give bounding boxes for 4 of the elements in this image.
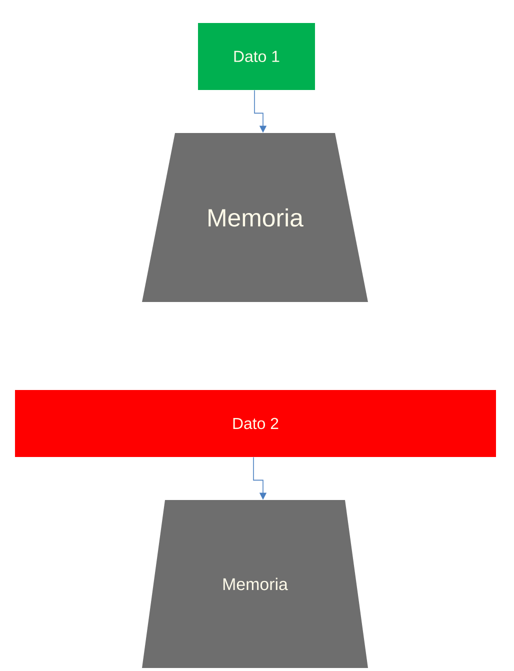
data-box: Dato 2 <box>15 390 496 457</box>
memory-trapezoid: Memoria <box>142 500 368 668</box>
data-box: Dato 1 <box>198 23 315 90</box>
memory-trapezoid: Memoria <box>142 133 368 302</box>
